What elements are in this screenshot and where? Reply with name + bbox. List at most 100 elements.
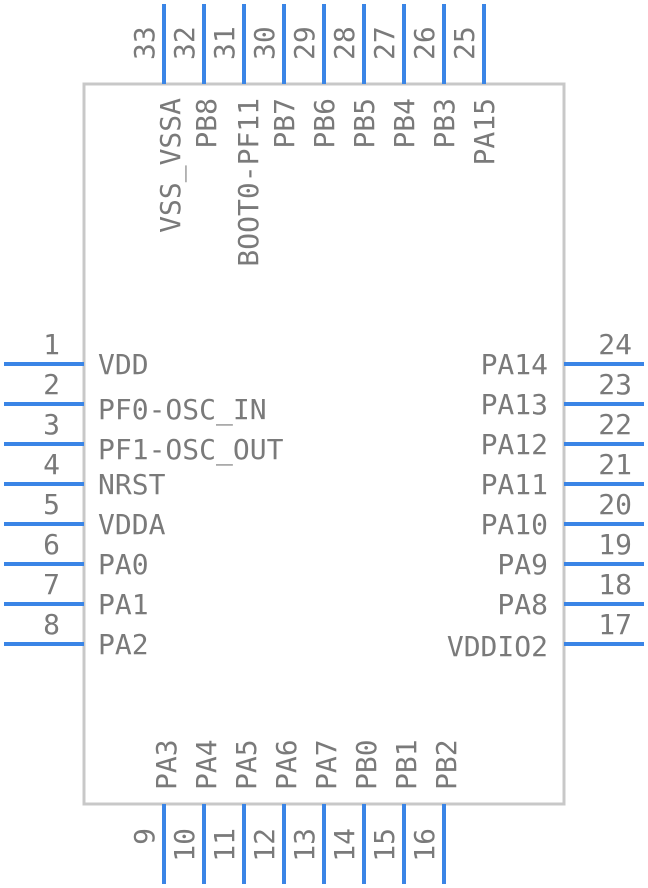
pin-26-name: PB3 [428, 98, 461, 149]
pin-20-number: 20 [598, 488, 632, 521]
pin-11-number: 11 [208, 828, 241, 862]
pin-28-name: PB5 [348, 98, 381, 149]
pin-27-number: 27 [368, 26, 401, 60]
pin-6-number: 6 [43, 528, 60, 561]
pin-2-number: 2 [43, 368, 60, 401]
pin-29: 29 PB6 [288, 4, 341, 149]
pin-29-number: 29 [288, 26, 321, 60]
left-pins: 1 VDD 2 PF0-OSC_IN 3 PF1-OSC_OUT 4 NRST … [4, 328, 284, 661]
pin-13: 13 PA7 [288, 739, 343, 884]
pin-24: 24 PA14 [481, 328, 644, 381]
pin-32-name: PB8 [190, 98, 223, 149]
pin-15-name: PB1 [390, 739, 423, 790]
pin-24-name: PA14 [481, 348, 548, 381]
pin-19-name: PA9 [497, 548, 548, 581]
pin-30-number: 30 [248, 26, 281, 60]
pin-21-number: 21 [598, 448, 632, 481]
pin-2-name: PF0-OSC_IN [98, 393, 267, 427]
pin-7-name: PA1 [98, 588, 149, 621]
pin-22-number: 22 [598, 408, 632, 441]
pin-27-name: PB4 [388, 98, 421, 149]
pin-10-number: 10 [168, 828, 201, 862]
pin-9-name: PA3 [150, 739, 183, 790]
pin-4: 4 NRST [4, 448, 166, 501]
pin-3-name: PF1-OSC_OUT [98, 433, 284, 467]
pin-3: 3 PF1-OSC_OUT [4, 408, 284, 467]
pin-18-name: PA8 [497, 588, 548, 621]
pin-11-name: PA5 [230, 739, 263, 790]
pin-9: 9 PA3 [128, 739, 183, 884]
pin-17-number: 17 [598, 608, 632, 641]
pin-31: 31 BOOT0-PF11 [208, 4, 265, 267]
pin-33-number: 33 [128, 26, 161, 60]
pin-19-number: 19 [598, 528, 632, 561]
pin-1: 1 VDD [4, 328, 149, 381]
pin-21-name: PA11 [481, 468, 548, 501]
bottom-pins: 9 PA3 10 PA4 11 PA5 12 PA6 13 PA7 14 PB0 [128, 739, 463, 884]
pin-5-name: VDDA [98, 508, 166, 541]
pin-29-name: PB6 [308, 98, 341, 149]
pin-16-number: 16 [408, 828, 441, 862]
pin-12: 12 PA6 [248, 739, 303, 884]
pin-18: 18 PA8 [497, 568, 644, 621]
pin-22: 22 PA12 [481, 408, 644, 461]
pin-16-name: PB2 [430, 739, 463, 790]
pin-30: 30 PB7 [248, 4, 301, 149]
pin-27: 27 PB4 [368, 4, 421, 149]
pin-18-number: 18 [598, 568, 632, 601]
pin-1-number: 1 [43, 328, 60, 361]
pin-23: 23 PA13 [481, 368, 644, 421]
pin-2: 2 PF0-OSC_IN [4, 368, 267, 427]
pin-23-name: PA13 [481, 388, 548, 421]
pin-8-name: PA2 [98, 628, 149, 661]
pin-19: 19 PA9 [497, 528, 644, 581]
pin-20-name: PA10 [481, 508, 548, 541]
pin-14-name: PB0 [350, 739, 383, 790]
right-pins: 17 VDDIO2 18 PA8 19 PA9 20 PA10 21 PA11 … [447, 328, 644, 663]
pin-7: 7 PA1 [4, 568, 149, 621]
pin-25-number: 25 [448, 26, 481, 60]
pin-15: 15 PB1 [368, 739, 423, 884]
pin-10: 10 PA4 [168, 739, 223, 884]
pin-15-number: 15 [368, 828, 401, 862]
pin-13-number: 13 [288, 828, 321, 862]
pin-11: 11 PA5 [208, 739, 263, 884]
pin-6-name: PA0 [98, 548, 149, 581]
pin-24-number: 24 [598, 328, 632, 361]
pin-28-number: 28 [328, 26, 361, 60]
pin-5: 5 VDDA [4, 488, 166, 541]
pin-17: 17 VDDIO2 [447, 608, 644, 663]
pin-33-name: VSS_VSSA [154, 98, 188, 233]
pin-4-number: 4 [43, 448, 60, 481]
pin-30-name: PB7 [268, 98, 301, 149]
pin-3-number: 3 [43, 408, 60, 441]
pin-21: 21 PA11 [481, 448, 644, 501]
pin-31-number: 31 [208, 26, 241, 60]
pin-26-number: 26 [408, 26, 441, 60]
pin-25: 25 PA15 [448, 4, 501, 165]
pin-4-name: NRST [98, 468, 166, 501]
pin-13-name: PA7 [310, 739, 343, 790]
pin-5-number: 5 [43, 488, 60, 521]
pin-16: 16 PB2 [408, 739, 463, 884]
pin-22-name: PA12 [481, 428, 548, 461]
pin-1-name: VDD [98, 348, 149, 381]
pin-8: 8 PA2 [4, 608, 149, 661]
pin-25-name: PA15 [468, 98, 501, 165]
pin-14: 14 PB0 [328, 739, 383, 884]
pin-14-number: 14 [328, 828, 361, 862]
pin-6: 6 PA0 [4, 528, 149, 581]
pin-12-number: 12 [248, 828, 281, 862]
pin-12-name: PA6 [270, 739, 303, 790]
pin-10-name: PA4 [190, 739, 223, 790]
pin-17-name: VDDIO2 [447, 630, 548, 663]
ic-body [82, 82, 566, 806]
pin-28: 28 PB5 [328, 4, 381, 149]
pin-33: 33 VSS_VSSA [128, 4, 188, 233]
pin-32: 32 PB8 [168, 4, 223, 149]
pin-26: 26 PB3 [408, 4, 461, 149]
pin-7-number: 7 [43, 568, 60, 601]
pin-8-number: 8 [43, 608, 60, 641]
pin-9-number: 9 [128, 828, 161, 845]
